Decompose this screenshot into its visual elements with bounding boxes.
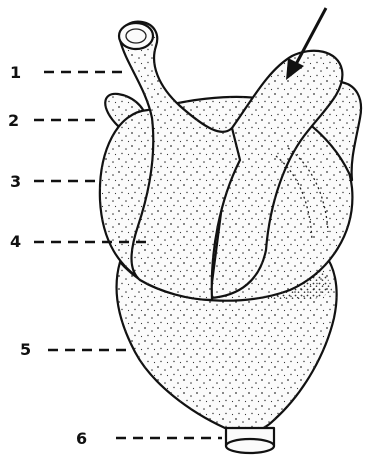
bottom-stub [226,428,274,453]
label-5: 5 [20,340,128,359]
label-2-text: 2 [8,111,19,130]
label-1: 1 [10,63,128,82]
label-4-text: 4 [10,232,21,251]
label-1-text: 1 [10,63,21,82]
label-3: 3 [10,172,100,191]
label-3-text: 3 [10,172,21,191]
label-5-text: 5 [20,340,31,359]
label-6: 6 [76,429,222,448]
label-6-text: 6 [76,429,87,448]
label-2: 2 [8,111,100,130]
